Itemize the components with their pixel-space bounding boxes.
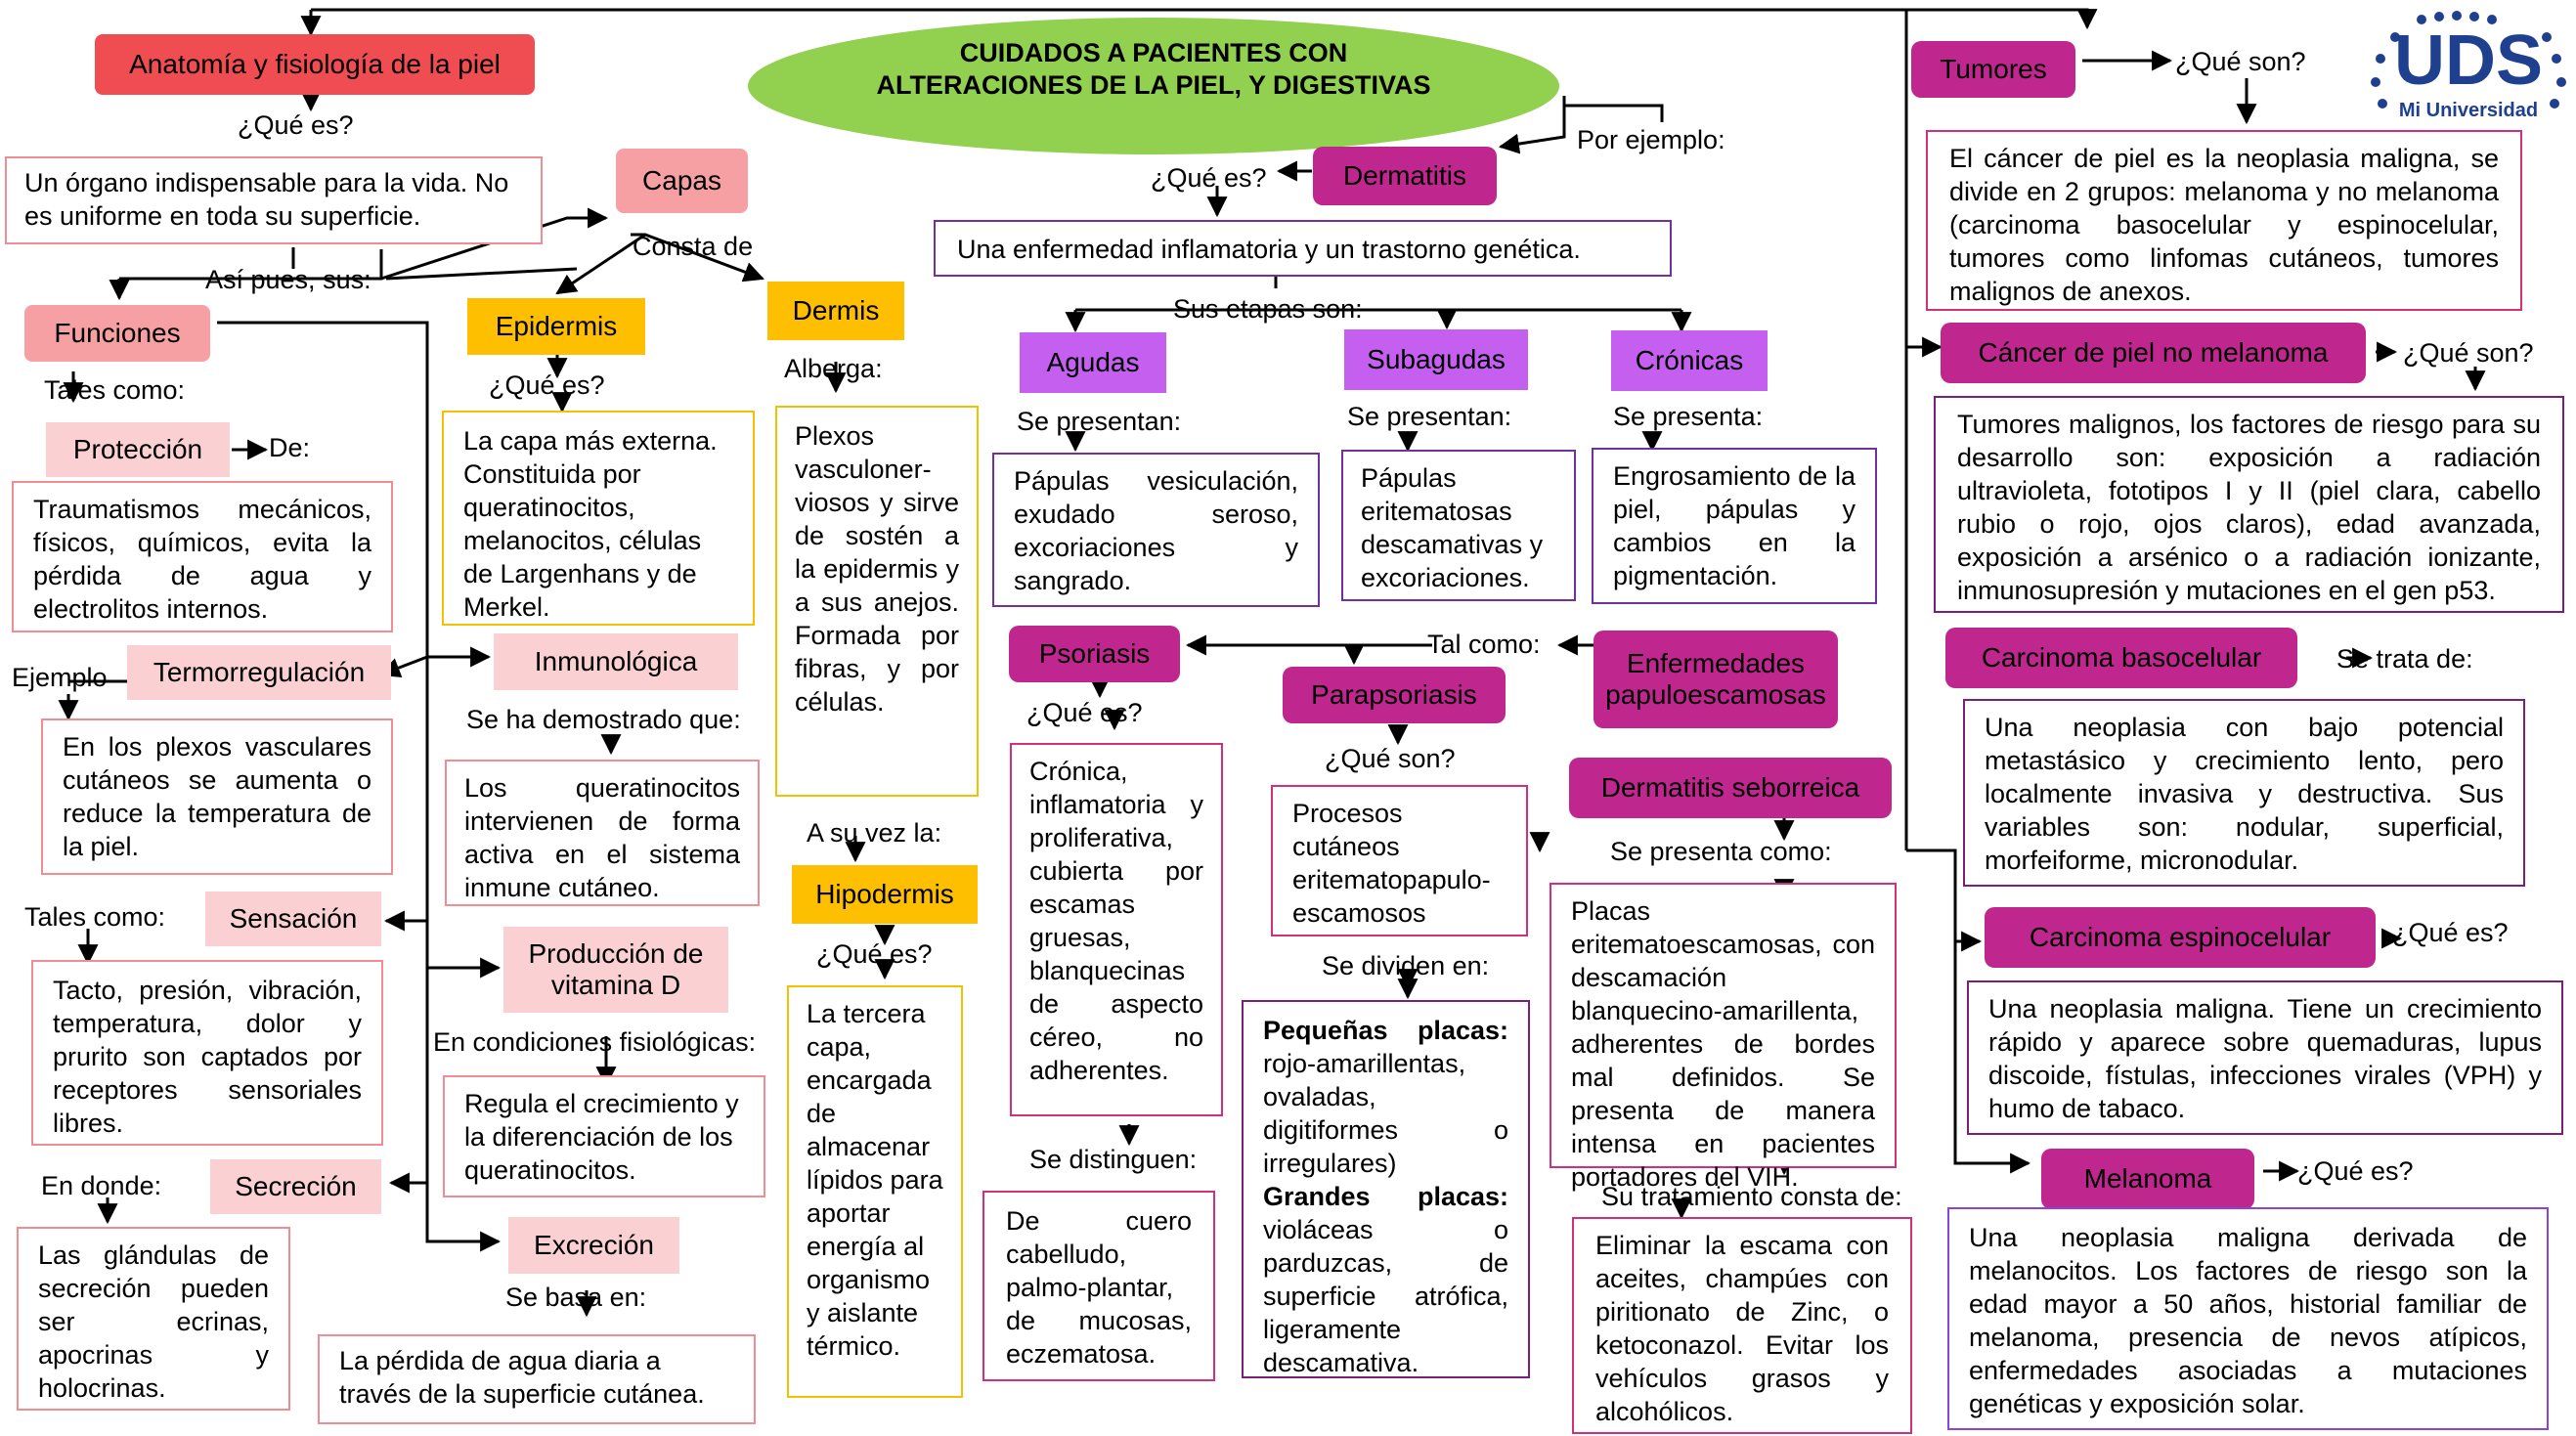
basocelular-node: Carcinoma basocelular bbox=[1945, 628, 2297, 688]
anatomia-que-es: ¿Qué es? bbox=[238, 110, 354, 140]
logo-text: UDS bbox=[2393, 22, 2543, 100]
grandes-label: Grandes placas: bbox=[1263, 1182, 1508, 1211]
excrecion-node: Excreción bbox=[508, 1217, 679, 1274]
no-melanoma-text: Tumores malignos, los factores de riesgo… bbox=[1934, 396, 2564, 613]
proteccion-node: Protección bbox=[46, 422, 230, 477]
seborreica-node: Dermatitis seborreica bbox=[1569, 758, 1892, 818]
secrecion-node: Secreción bbox=[210, 1159, 381, 1214]
en-donde-label: En donde: bbox=[41, 1171, 162, 1200]
no-melanoma-que-son: ¿Qué son? bbox=[2403, 338, 2534, 368]
funciones-tales-como: Tales como: bbox=[44, 375, 186, 405]
termorregulacion-text: En los plexos vasculares cutáneos se aum… bbox=[41, 718, 393, 875]
inmunologica-node: Inmunológica bbox=[494, 633, 738, 690]
agudas-se-presentan: Se presentan: bbox=[1017, 407, 1182, 436]
dermis-alberga: Alberga: bbox=[784, 354, 883, 383]
sensacion-tales-como: Tales como: bbox=[24, 902, 166, 932]
melanoma-node: Melanoma bbox=[2041, 1149, 2254, 1209]
dermatitis-node: Dermatitis bbox=[1313, 147, 1497, 205]
se-dividen-label: Se dividen en: bbox=[1322, 951, 1490, 980]
basocelular-se-trata: Se trata de: bbox=[2336, 644, 2473, 674]
termorregulacion-node: Termorregulación bbox=[127, 645, 391, 700]
hipodermis-text: La tercera capa, encargada de almacenar … bbox=[787, 985, 963, 1398]
seborreica-text: Placas eritematoescamosas, con descamaci… bbox=[1550, 883, 1897, 1192]
produccion-text: Regula el crecimiento y la diferenciació… bbox=[443, 1075, 765, 1197]
excrecion-se-basa: Se basa en: bbox=[505, 1283, 647, 1312]
subagudas-text: Pápulas eritematosas descamativas y exco… bbox=[1341, 450, 1576, 601]
por-ejemplo-label: Por ejemplo: bbox=[1577, 125, 1725, 154]
tratamiento-label: Su tratamiento consta de: bbox=[1601, 1182, 1902, 1211]
se-presenta-como-label: Se presenta como: bbox=[1610, 837, 1832, 866]
organo-text: Un órgano indispensable para la vida. No… bbox=[5, 156, 543, 244]
hipodermis-que-es: ¿Qué es? bbox=[816, 939, 933, 969]
consta-de-label: Consta de bbox=[633, 232, 754, 261]
anatomia-node: Anatomía y fisiología de la piel bbox=[95, 34, 535, 95]
agudas-text: Pápulas vesiculación, exudado seroso, ex… bbox=[992, 453, 1320, 607]
psoriasis-node: Psoriasis bbox=[1009, 626, 1180, 682]
pequenas-label: Pequeñas placas: bbox=[1263, 1016, 1508, 1045]
dermatitis-text: Una enfermedad inflamatoria y un trastor… bbox=[934, 220, 1672, 277]
sus-etapas-label: Sus etapas son: bbox=[1173, 294, 1363, 324]
dermis-text: Plexos vasculoner-viosos y sirve de sost… bbox=[775, 406, 979, 797]
basocelular-text: Una neoplasia con bajo potencial metastá… bbox=[1963, 699, 2525, 887]
tratamiento-text: Eliminar la escama con aceites, champúes… bbox=[1572, 1217, 1912, 1434]
sensacion-node: Sensación bbox=[205, 892, 381, 946]
uds-logo-dots-icon bbox=[2371, 11, 2566, 109]
a-su-vez-label: A su vez la: bbox=[807, 818, 942, 848]
tal-como-label: Tal como: bbox=[1427, 630, 1541, 659]
title-line-2: ALTERACIONES DE LA PIEL, Y DIGESTIVAS bbox=[876, 70, 1431, 100]
title-line-1: CUIDADOS A PACIENTES CON bbox=[959, 38, 1348, 67]
tumores-que-son: ¿Qué son? bbox=[2175, 47, 2306, 76]
produccion-condiciones: En condiciones fisiológicas: bbox=[433, 1027, 757, 1057]
placas-text: Pequeñas placas: rojo-amarillentas, oval… bbox=[1242, 1000, 1530, 1378]
melanoma-que-es: ¿Qué es? bbox=[2297, 1156, 2414, 1186]
sensacion-text: Tacto, presión, vibración, temperatura, … bbox=[31, 960, 383, 1146]
inmunologica-se-ha-demostrado: Se ha demostrado que: bbox=[466, 705, 741, 734]
epidermis-text: La capa más externa. Constituida por que… bbox=[442, 411, 755, 626]
pequenas-text: rojo-amarillentas, ovaladas, digitiforme… bbox=[1263, 1049, 1508, 1178]
dermatitis-que-es: ¿Qué es? bbox=[1151, 163, 1267, 193]
tumores-text: El cáncer de piel es la neoplasia malign… bbox=[1926, 130, 2522, 311]
uds-logo bbox=[2361, 8, 2571, 125]
capas-node: Capas bbox=[616, 149, 748, 213]
logo-subtitle: Mi Universidad bbox=[2398, 100, 2539, 121]
agudas-node: Agudas bbox=[1020, 332, 1166, 393]
psoriasis-text: Crónica, inflamatoria y proliferativa, c… bbox=[1010, 743, 1223, 1116]
hipodermis-node: Hipodermis bbox=[792, 865, 978, 924]
asi-pues-label: Así pues, sus: bbox=[205, 265, 371, 294]
parapsoriasis-que-son: ¿Qué son? bbox=[1325, 744, 1456, 773]
grandes-text: violáceas o parduzcas, de superficie atr… bbox=[1263, 1215, 1508, 1377]
melanoma-text: Una neoplasia maligna derivada de melano… bbox=[1947, 1207, 2549, 1430]
funciones-node: Funciones bbox=[24, 305, 210, 362]
proteccion-de-label: De: bbox=[269, 433, 311, 462]
espinocelular-node: Carcinoma espinocelular bbox=[1985, 907, 2376, 968]
tumores-node: Tumores bbox=[1911, 41, 2075, 98]
epidermis-node: Epidermis bbox=[467, 298, 645, 355]
espinocelular-que-es: ¿Qué es? bbox=[2392, 918, 2509, 947]
dermis-node: Dermis bbox=[767, 282, 904, 340]
subagudas-se-presentan: Se presentan: bbox=[1347, 402, 1512, 431]
produccion-node: Producción de vitamina D bbox=[503, 927, 728, 1013]
cronicas-node: Crónicas bbox=[1611, 330, 1768, 391]
se-distinguen-label: Se distinguen: bbox=[1029, 1145, 1198, 1174]
title-ellipse bbox=[748, 18, 1559, 154]
cronicas-se-presenta: Se presenta: bbox=[1613, 402, 1764, 431]
secrecion-text: Las glándulas de secreción pueden ser ec… bbox=[17, 1227, 290, 1411]
ejemplo-label: Ejemplo bbox=[12, 663, 108, 692]
proteccion-text: Traumatismos mecánicos, físicos, químico… bbox=[12, 481, 393, 632]
no-melanoma-node: Cáncer de piel no melanoma bbox=[1941, 323, 2366, 383]
distinguen-text: De cuero cabelludo, palmo-plantar, de mu… bbox=[982, 1191, 1215, 1381]
espinocelular-text: Una neoplasia maligna. Tiene un crecimie… bbox=[1967, 980, 2563, 1135]
subagudas-node: Subagudas bbox=[1344, 329, 1528, 390]
enfermedades-node: Enfermedades papuloescamosas bbox=[1594, 631, 1838, 728]
page-title: CUIDADOS A PACIENTES CON ALTERACIONES DE… bbox=[748, 37, 1559, 102]
psoriasis-que-es: ¿Qué es? bbox=[1026, 698, 1143, 727]
inmunologica-text: Los queratinocitos intervienen de forma … bbox=[445, 760, 760, 906]
parapsoriasis-text: Procesos cutáneos eritematopapulo-escamo… bbox=[1271, 785, 1528, 936]
cronicas-text: Engrosamiento de la piel, pápulas y camb… bbox=[1592, 448, 1877, 604]
epidermis-que-es: ¿Qué es? bbox=[489, 370, 605, 400]
parapsoriasis-node: Parapsoriasis bbox=[1283, 667, 1506, 723]
excrecion-text: La pérdida de agua diaria a través de la… bbox=[318, 1334, 756, 1424]
